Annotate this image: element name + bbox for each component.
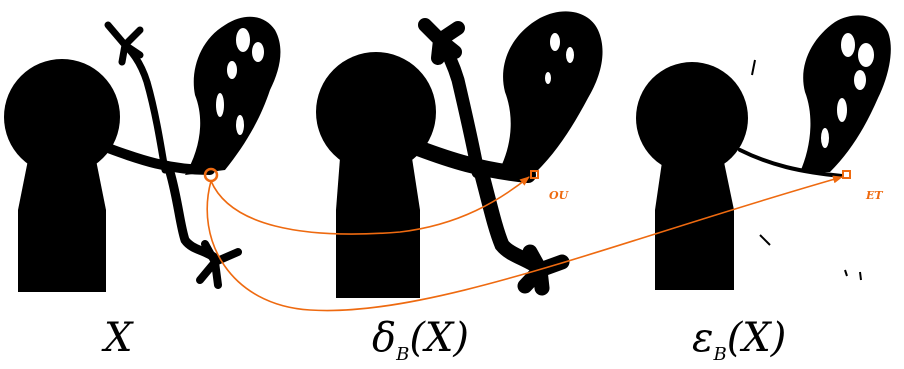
dilation-pixel-marker [530, 170, 539, 179]
erosion-pixel-marker [842, 170, 851, 179]
panel-original-shape [4, 16, 281, 292]
caption-erosion-symbol: ε [692, 315, 714, 361]
arrow-to-dilation [210, 176, 530, 235]
caption-original-symbol: X [104, 315, 133, 361]
caption-original: X [104, 318, 132, 358]
caption-erosion-arg: (X) [726, 315, 787, 361]
caption-dilation-arg: (X) [409, 315, 470, 361]
panel-original-holes [216, 28, 264, 135]
panel-erosion-shape [636, 15, 891, 290]
caption-erosion-sub: B [713, 344, 727, 365]
caption-dilation-symbol: δ [372, 315, 397, 361]
caption-erosion: εB(X) [692, 318, 786, 364]
and-label: ET [865, 189, 883, 202]
caption-dilation: δB(X) [372, 318, 469, 364]
panel-dilation-shape [316, 11, 603, 298]
caption-dilation-sub: B [396, 344, 410, 365]
arrow-to-erosion [206, 175, 843, 312]
or-label: OU [549, 189, 570, 202]
panel-erosion-holes [821, 33, 874, 148]
panel-dilation-holes [545, 33, 574, 84]
